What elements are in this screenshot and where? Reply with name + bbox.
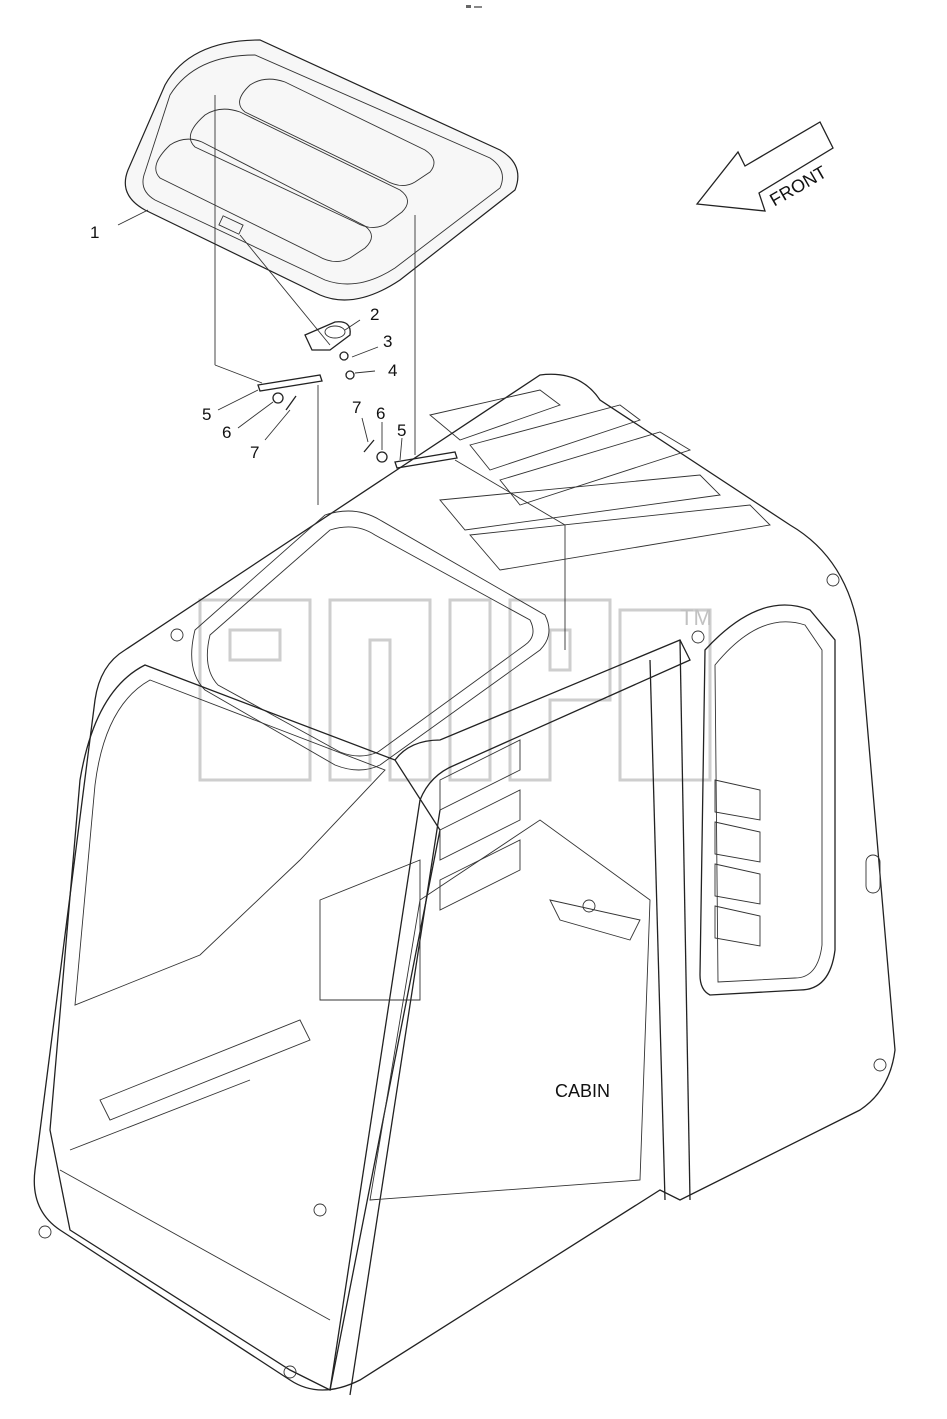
callout-6-right: 6 [376,404,385,423]
gas-strut-right [363,439,458,469]
callout-7-right: 7 [352,398,361,417]
callouts: 1 2 3 4 5 6 7 7 6 5 [90,223,406,462]
watermark-tm: TM [680,605,712,630]
callout-1: 1 [90,223,99,242]
callout-7-left: 7 [250,443,259,462]
assembly-label: CABIN [555,1081,610,1101]
callout-3: 3 [383,332,392,351]
gas-strut-left [257,374,323,411]
callout-2: 2 [370,305,379,324]
header-mark [466,5,482,8]
front-direction-arrow: FRONT [695,121,834,212]
callout-5-left: 5 [202,405,211,424]
callout-4: 4 [388,361,397,380]
callout-5-right: 5 [397,421,406,440]
watermark-logo: TM [198,598,712,782]
cabin-body [33,373,896,1396]
roof-hatch [124,39,519,301]
callout-6-left: 6 [222,423,231,442]
latch-assembly [304,321,355,380]
